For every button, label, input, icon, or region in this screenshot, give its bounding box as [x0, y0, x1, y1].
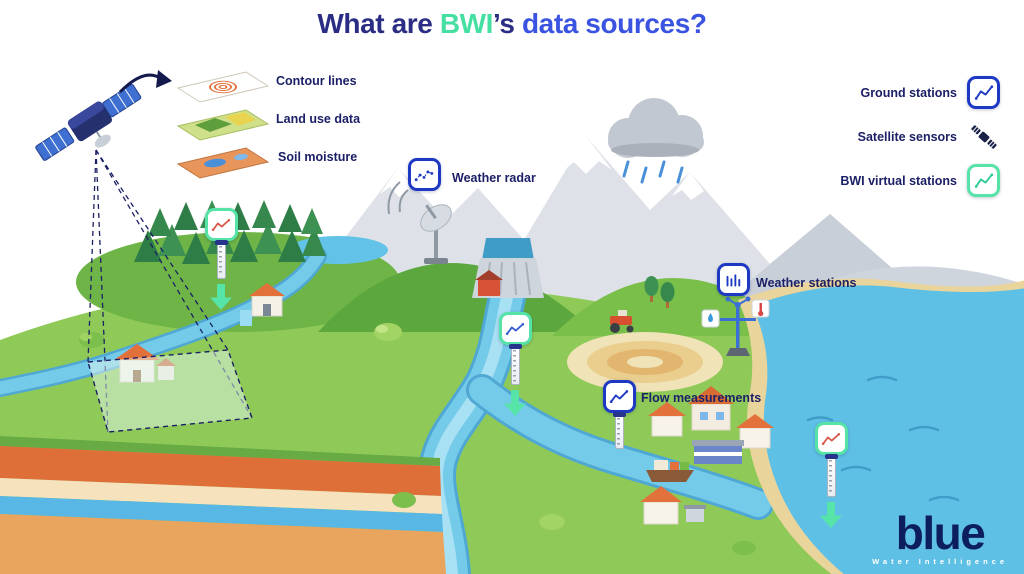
- rain-cloud: [608, 98, 704, 184]
- weather-radar-chart-icon: [407, 158, 441, 191]
- layer-label-land-use: Land use data: [276, 112, 361, 126]
- virtual-station-center: [496, 312, 534, 416]
- flow-measurements-label: Flow measurements: [641, 391, 762, 405]
- lake: [738, 278, 1024, 574]
- down-arrow-icon: [210, 284, 232, 310]
- legend-row-ground-stations: Ground stations: [840, 76, 1000, 109]
- title-brand: BWI: [439, 8, 494, 39]
- measuring-gauge: [508, 344, 522, 385]
- layer-label-soil-moisture: Soil moisture: [278, 150, 358, 164]
- title-prefix: What are: [317, 8, 440, 39]
- legend: Ground stations Satellite sensors BWI vi…: [840, 76, 1000, 197]
- weather-radar-station: [405, 158, 443, 191]
- satellite-icon: [967, 120, 1000, 153]
- weather-stations-label: Weather stations: [756, 276, 857, 290]
- brand-logo: blue Water Intelligence: [872, 510, 1008, 566]
- orchard-trees: [644, 276, 675, 308]
- bushes: [79, 323, 756, 555]
- layer-land-use: [176, 109, 270, 141]
- crop-fields: [567, 332, 723, 392]
- measuring-gauge: [824, 454, 838, 497]
- virtual-station-forest: [202, 208, 240, 310]
- weather-station-equipment: [701, 296, 770, 356]
- weather-stations-bars-icon: [716, 263, 750, 296]
- layer-label-contour-lines: Contour lines: [276, 74, 357, 88]
- virtual-station-chart-icon: [967, 164, 1000, 197]
- legend-row-bwi-virtual-stations: BWI virtual stations: [840, 164, 1000, 197]
- flow-measurement-chart-icon: [602, 380, 636, 413]
- tractor: [610, 310, 634, 333]
- legend-label: BWI virtual stations: [840, 173, 957, 188]
- flow-measurement-station: [600, 380, 638, 449]
- virtual-station-chart-icon: [498, 312, 532, 345]
- virtual-station-lake: [812, 422, 850, 528]
- legend-label: Satellite sensors: [857, 129, 957, 144]
- rain-drops: [622, 160, 684, 184]
- hydro-plant: [240, 283, 285, 326]
- satellite-to-layers-arrow: [118, 70, 172, 94]
- virtual-station-chart-icon: [204, 208, 238, 241]
- title-mid: ’s: [493, 8, 522, 39]
- layer-soil-moisture: [176, 147, 270, 179]
- satellite-scan-beam: [87, 149, 253, 433]
- legend-label: Ground stations: [860, 85, 957, 100]
- weather-radar-label: Weather radar: [452, 171, 536, 185]
- rivers: [0, 247, 774, 574]
- down-arrow-icon: [504, 390, 526, 416]
- weather-stations-station: [714, 263, 752, 296]
- boat: [646, 460, 694, 482]
- logo-tagline: Water Intelligence: [872, 557, 1008, 566]
- ground-station-chart-icon: [967, 76, 1000, 109]
- soil-cross-section: [0, 436, 446, 574]
- virtual-station-chart-icon: [814, 422, 848, 455]
- page-title: What are BWI’s data sources?: [0, 8, 1024, 40]
- layer-contour-lines: [176, 71, 270, 103]
- measuring-gauge: [612, 412, 626, 449]
- logo-wordmark: blue: [895, 507, 986, 559]
- radar-dish: [387, 181, 452, 264]
- legend-row-satellite-sensors: Satellite sensors: [840, 120, 1000, 153]
- title-suffix: data sources?: [521, 8, 707, 39]
- measuring-gauge: [214, 240, 228, 279]
- satellite: [35, 83, 142, 161]
- down-arrow-icon: [820, 502, 842, 528]
